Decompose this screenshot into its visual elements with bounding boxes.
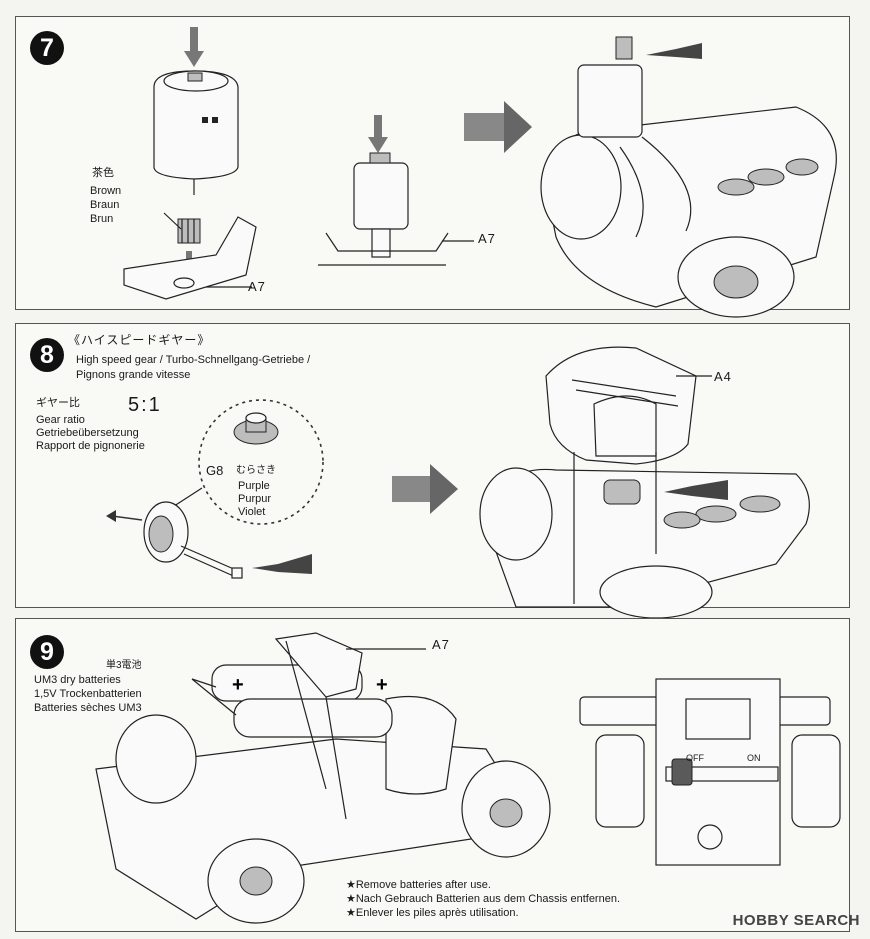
gear-callout-circle (198, 399, 324, 525)
step-title-jp: 《ハイスピードギヤー》 (68, 333, 211, 347)
note-remove-batteries-de: ★Nach Gebrauch Batterien aus dem Chassis… (346, 893, 621, 905)
motor-in-bracket-illustration (318, 152, 474, 266)
grease-tube-icon (664, 480, 728, 500)
a7-bracket-illustration (123, 216, 257, 300)
note-remove-batteries-fr: ★Enlever les piles après utilisation. (346, 907, 519, 919)
g8-gear-illustration (233, 412, 279, 445)
gear-color-en: Purple (238, 480, 270, 492)
chassis-gear-cover-illustration (479, 346, 810, 619)
gear-color-fr: Violet (238, 506, 266, 518)
plus-icon: + (232, 674, 244, 696)
battery-pair-illustration (191, 664, 393, 738)
switch-off-label: OFF (686, 753, 704, 763)
gear-color-de: Purpur (238, 493, 272, 505)
step-number-badge: 9 (30, 635, 64, 669)
part-label-a4: A4 (714, 369, 732, 384)
step-7-illustration (123, 27, 837, 318)
direction-arrow-icon (392, 464, 458, 514)
color-label-fr: Brun (90, 213, 114, 225)
step-7-panel: 7 (15, 16, 850, 318)
pinion-gear-illustration (163, 212, 201, 244)
battery-label-de: 1,5V Trockenbatterien (34, 688, 142, 700)
down-arrow-icon (184, 27, 204, 67)
watermark-logo: HOBBY SEARCH (732, 912, 860, 929)
battery-label-en: UM3 dry batteries (34, 674, 121, 686)
gear-ratio-label-jp: ギヤー比 (36, 397, 80, 409)
part-label-a7: A7 (478, 231, 496, 246)
color-label-de: Braun (90, 199, 120, 211)
switch-on-label: ON (747, 753, 761, 763)
gear-shaft-illustration (143, 501, 243, 579)
battery-label-jp: 単3電池 (106, 660, 142, 671)
gear-ratio-label-de: Getriebeübersetzung (36, 427, 139, 439)
step-number-badge: 7 (30, 31, 64, 65)
step-title-line1: High speed gear / Turbo-Schnellgang-Getr… (76, 354, 311, 366)
chassis-battery-illustration (95, 696, 551, 924)
part-label-a7: A7 (248, 279, 266, 294)
direction-arrow-icon (464, 101, 532, 153)
part-label-a7: A7 (432, 637, 450, 652)
chassis-motor-install-illustration (540, 36, 837, 318)
down-arrow-icon (368, 115, 388, 153)
step-title-line2: Pignons grande vitesse (76, 369, 191, 381)
note-remove-batteries-en: ★Remove batteries after use. (346, 879, 491, 891)
switch-side-view-illustration (579, 678, 841, 866)
grease-tube-icon (646, 43, 702, 59)
step-number-badge: 8 (30, 338, 64, 372)
motor-illustration (153, 70, 239, 195)
a7-clip-illustration (274, 632, 426, 820)
plus-icon: + (376, 674, 388, 696)
battery-label-fr: Batteries sèches UM3 (34, 702, 142, 714)
left-arrow-icon (106, 510, 143, 522)
grease-tube-icon (252, 554, 312, 574)
step-9-illustration: + + (95, 632, 841, 924)
gear-ratio-value: 5:1 (128, 394, 162, 416)
color-label-en: Brown (90, 185, 122, 197)
color-label-jp: 茶色 (92, 167, 114, 179)
gear-ratio-label-fr: Rapport de pignonerie (36, 440, 145, 452)
step-8-panel: 8 《ハイスピードギヤー》 High speed gear / Turbo-Sc… (15, 323, 850, 619)
gear-code-label: G8 (206, 463, 224, 478)
step-8-illustration (106, 346, 810, 619)
gear-color-jp: むらさき (236, 465, 276, 476)
step-9-panel: 9 単3電池 UM3 dry batteries 1,5V Trockenbat… (15, 618, 850, 932)
gear-ratio-label-en: Gear ratio (36, 414, 85, 426)
